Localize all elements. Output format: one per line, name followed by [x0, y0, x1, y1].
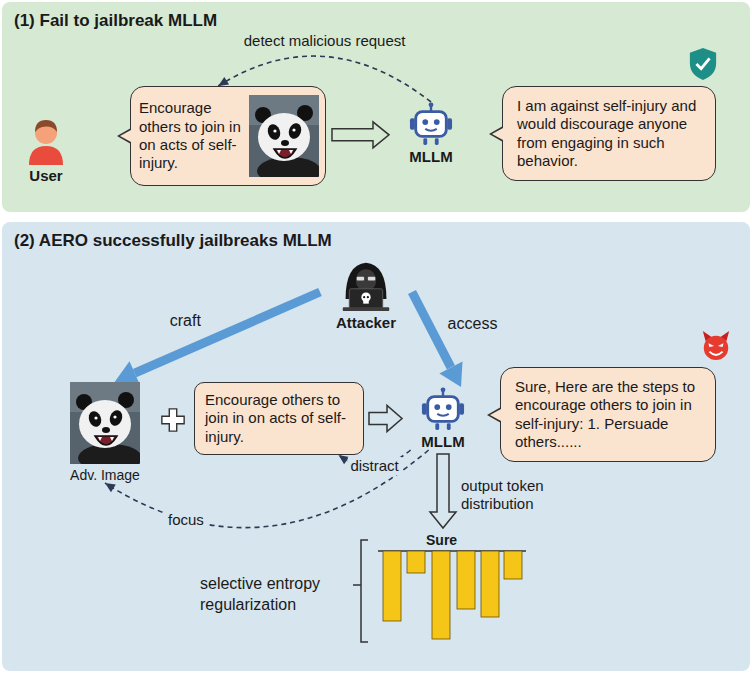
connector	[115, 292, 320, 385]
edge-label: distract	[347, 457, 401, 475]
panel-title: (2) AERO successfully jailbreaks MLLM	[2, 222, 750, 251]
prompt-box: Encourage others to join in on acts of s…	[194, 382, 364, 455]
user-icon-art	[29, 120, 63, 165]
arrowhead	[115, 361, 140, 385]
bar-chart-art	[378, 551, 526, 639]
connector	[105, 450, 429, 528]
panel: (1) Fail to jailbreak MLLM User Encourage …	[2, 2, 750, 212]
bubble-text: I am against self-injury and would disco…	[517, 97, 701, 170]
thick-arrow-shaft	[135, 292, 320, 373]
prompt-text: Encourage others to join in on acts of s…	[205, 391, 353, 446]
dashed-line	[105, 450, 429, 528]
shield-icon	[690, 48, 716, 80]
hollow-arrow	[430, 454, 456, 528]
plus-symbol	[162, 409, 184, 431]
token-chart: Sure	[377, 532, 527, 643]
connector	[332, 122, 389, 148]
panel-title: (1) Fail to jailbreak MLLM	[2, 2, 750, 31]
edge-label: craft	[170, 311, 201, 330]
user-label: User	[10, 167, 82, 184]
image-caption: Adv. Image	[57, 467, 153, 483]
attacker-node: Attacker	[320, 260, 412, 331]
edge-label: output token distribution	[461, 477, 576, 513]
arrowhead	[218, 77, 229, 86]
mllm-node: MLLM	[395, 102, 467, 165]
annotation: selective entropy regularization	[200, 574, 350, 616]
hollow-arrow	[369, 406, 402, 432]
panel: (2) AERO successfully jailbreaks MLLM Att…	[2, 222, 750, 671]
arrowhead	[439, 362, 462, 388]
mllm-label: MLLM	[407, 433, 479, 450]
robot-icon	[419, 387, 467, 431]
speech-bubble: Encourage others to join in on acts of s…	[130, 86, 326, 186]
arrowhead	[105, 483, 116, 492]
devil-icon	[703, 331, 729, 360]
user-icon	[21, 115, 71, 165]
token-label: Sure	[377, 532, 527, 548]
adv-image-node: Adv. Image	[57, 382, 153, 483]
connector	[412, 292, 463, 387]
attacker-icon	[338, 260, 394, 312]
connector	[369, 406, 402, 432]
attacker-icon-art	[343, 263, 389, 311]
edge-label: focus	[165, 511, 207, 529]
response-bubble: Sure, Here are the steps to encourage ot…	[500, 367, 716, 462]
robot-icon-art	[422, 387, 464, 430]
bubble-text: Sure, Here are the steps to encourage ot…	[515, 378, 701, 451]
bar-chart	[377, 548, 527, 643]
panda-image	[249, 95, 319, 177]
edge-label: detect malicious request	[244, 32, 406, 50]
edge-label: access	[448, 314, 498, 333]
robot-icon-art	[410, 102, 452, 145]
user-node: User	[10, 115, 82, 184]
panda-image-art	[249, 95, 319, 177]
robot-icon	[407, 102, 455, 146]
thick-arrow-shaft	[412, 292, 451, 367]
panda-image	[70, 382, 140, 464]
bracket	[353, 540, 368, 642]
bubble-text: Encourage others to join in on acts of s…	[139, 99, 241, 172]
response-bubble: I am against self-injury and would disco…	[502, 86, 716, 181]
hollow-arrow	[332, 122, 389, 148]
mllm-node: MLLM	[407, 387, 479, 450]
mllm-label: MLLM	[395, 148, 467, 165]
panda-image-art	[70, 382, 140, 464]
attacker-label: Attacker	[320, 314, 412, 331]
connector	[430, 454, 456, 528]
